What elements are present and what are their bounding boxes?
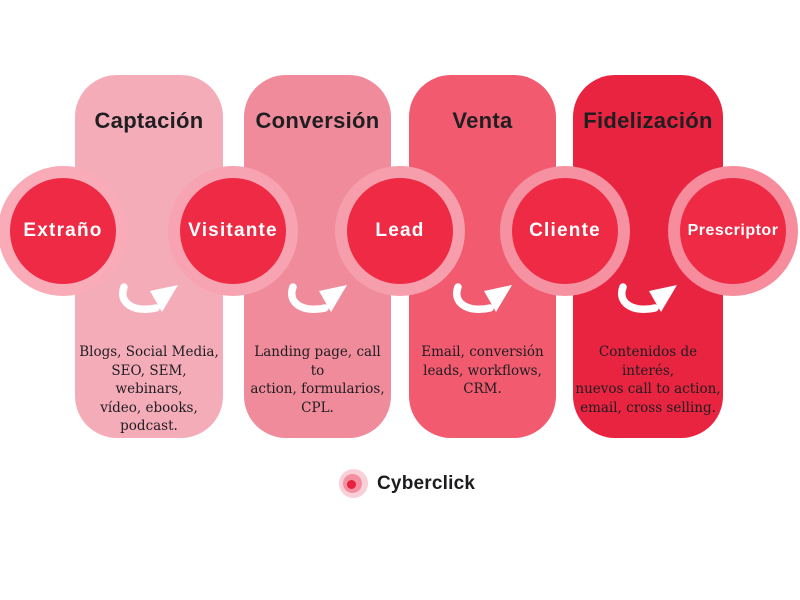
stage-title-fidelizacion: Fidelización [583, 108, 713, 133]
persona-label-extrano: Extraño [23, 220, 103, 241]
persona-circle-visitante: Visitante [168, 166, 298, 296]
persona-circle-lead-fill: Lead [347, 178, 453, 284]
cyberclick-logo-text: Cyberclick [377, 472, 476, 494]
curved-arrow-icon [613, 281, 683, 317]
stage-tactics-fidelizacion: Contenidos de interés, nuevos call to ac… [575, 344, 721, 416]
persona-label-visitante: Visitante [188, 220, 278, 241]
persona-circle-lead: Lead [335, 166, 465, 296]
logo-icon-center-dot [347, 480, 356, 489]
curved-arrow-icon [114, 281, 184, 317]
cyberclick-logo: Cyberclick [339, 469, 475, 498]
persona-circle-visitante-fill: Visitante [180, 178, 286, 284]
persona-label-lead: Lead [375, 220, 425, 241]
stage-tactics-venta: Email, conversión leads, workflows, CRM. [421, 344, 544, 397]
persona-circle-cliente: Cliente [500, 166, 630, 296]
persona-circle-extrano: Extraño [0, 166, 128, 296]
persona-circle-cliente-fill: Cliente [512, 178, 618, 284]
stage-title-venta: Venta [452, 108, 513, 133]
stage-title-captacion: Captación [94, 108, 204, 133]
curved-arrow-icon [448, 281, 518, 317]
cyberclick-logo-icon [339, 469, 368, 498]
persona-circle-extrano-fill: Extraño [10, 178, 116, 284]
persona-circle-prescriptor: Prescriptor [668, 166, 798, 296]
stage-title-conversion: Conversión [255, 108, 380, 133]
persona-label-prescriptor: Prescriptor [687, 222, 779, 239]
persona-label-cliente: Cliente [529, 220, 601, 241]
curved-arrow-icon [283, 281, 353, 317]
stage-tactics-conversion: Landing page, call to action, formulario… [250, 344, 385, 416]
persona-circle-prescriptor-fill: Prescriptor [680, 178, 786, 284]
stage-tactics-captacion: Blogs, Social Media, SEO, SEM, webinars,… [79, 344, 219, 434]
